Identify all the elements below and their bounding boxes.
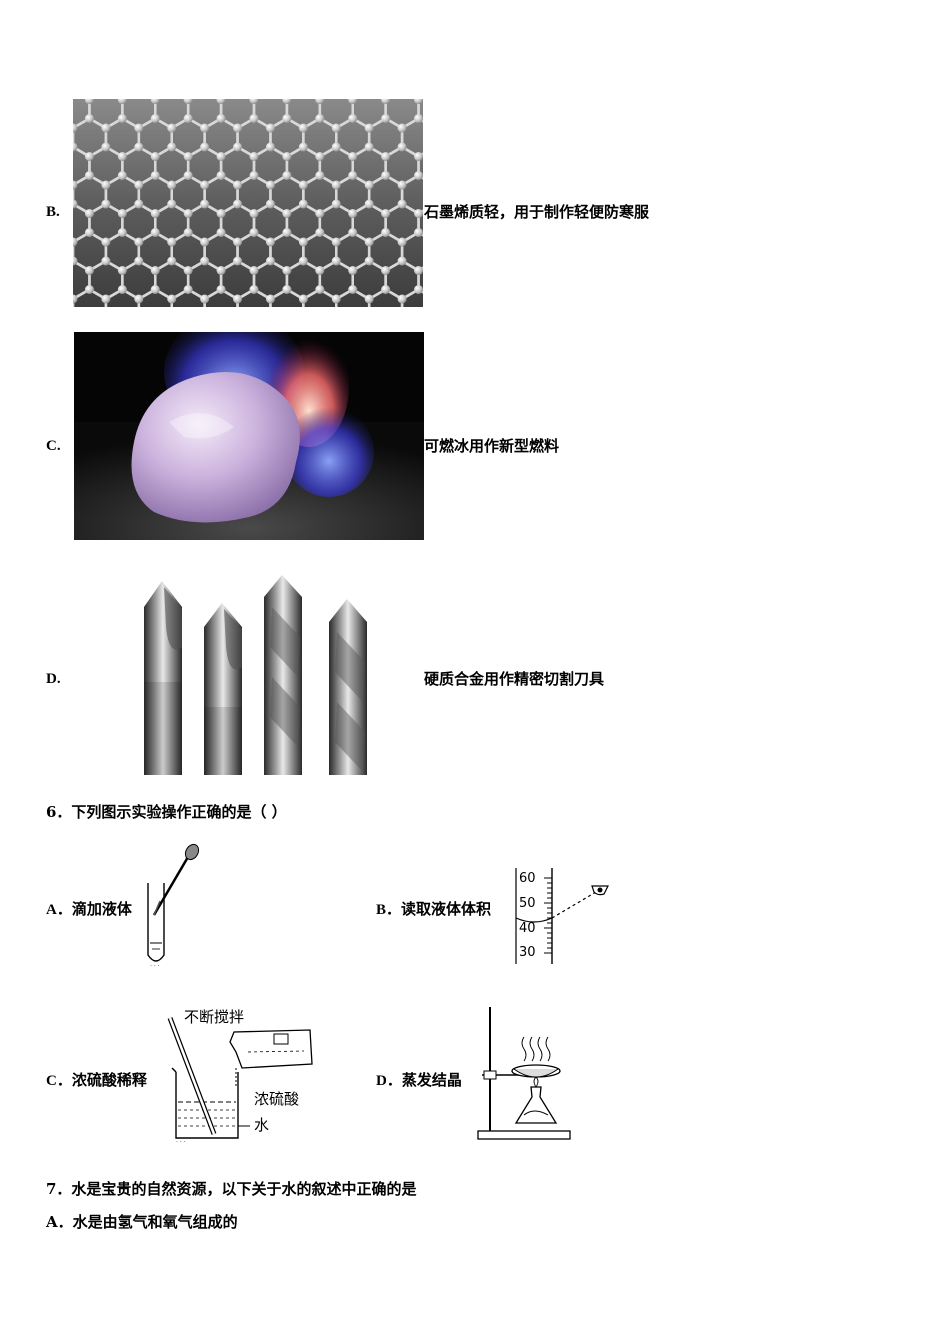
option-d-letter: D. [46,671,61,687]
question-7-stem: 7．水是宝贵的自然资源，以下关于水的叙述中正确的是 [46,1180,417,1198]
q6-option-c-letter: C． [46,1073,72,1089]
q6-option-b: B．读取液体体积 [376,899,491,920]
acid-dilution-image: . . . 不断搅拌 浓硫酸 水 [164,1006,326,1144]
q6-option-a: A．滴加液体 [46,899,132,920]
q6-option-d: D．蒸发结晶 [376,1070,462,1091]
cylinder-tick-40: 40 [519,921,536,936]
water-label: 水 [254,1116,270,1134]
q7-option-a: A．水是由氢气和氧气组成的 [46,1213,238,1231]
option-b-text: 石墨烯质轻，用于制作轻便防寒服 [424,203,650,221]
question-6-stem: 6．下列图示实验操作正确的是（ ） [46,803,287,821]
q6-option-d-text: 蒸发结晶 [401,1071,462,1089]
q6-option-b-text: 读取液体体积 [401,900,492,918]
acid-label: 浓硫酸 [254,1090,300,1108]
option-b-letter: B. [46,204,60,220]
q6-option-a-letter: A． [46,902,72,918]
q6-option-b-letter: B． [376,902,402,918]
graphene-image [73,99,423,307]
q6-option-d-letter: D． [376,1073,402,1089]
combustible-ice-image [74,332,424,540]
cylinder-tick-50: 50 [519,896,536,911]
graduated-cylinder-image: 60 50 40 30 [512,866,616,966]
stir-label: 不断搅拌 [184,1008,245,1026]
q6-option-c-text: 浓硫酸稀释 [71,1071,147,1089]
cylinder-tick-30: 30 [519,945,536,960]
svg-text:. . .: . . . [150,961,160,968]
option-d-text: 硬质合金用作精密切割刀具 [424,670,605,688]
svg-text:. . .: . . . [176,1137,186,1144]
q6-option-c: C．浓硫酸稀释 [46,1070,147,1091]
drill-bits-image [74,567,424,775]
q6-option-a-text: 滴加液体 [71,900,132,918]
option-c-text: 可燃冰用作新型燃料 [424,437,560,455]
cylinder-tick-60: 60 [519,871,536,886]
option-c-letter: C. [46,438,61,454]
evaporation-apparatus-image [474,1003,574,1143]
dropper-test-tube-image: . . . [140,843,210,968]
